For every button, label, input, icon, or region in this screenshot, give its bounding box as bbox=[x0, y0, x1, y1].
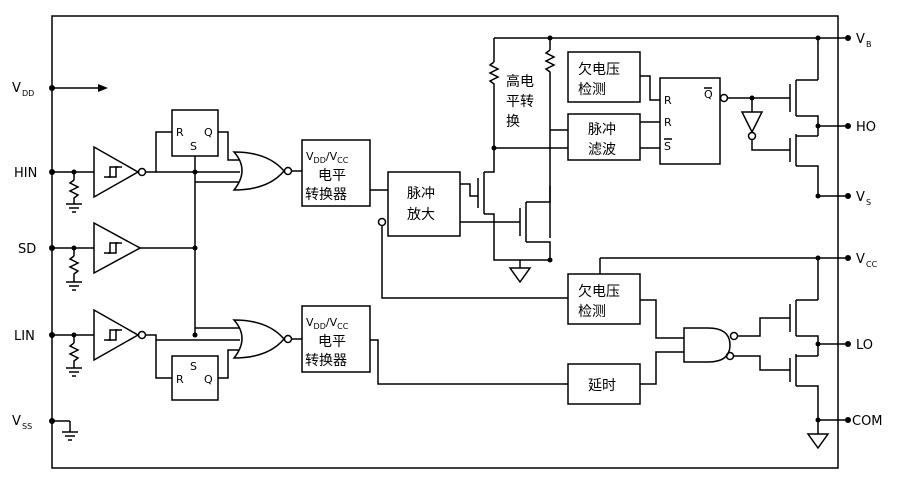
svg-text:SD: SD bbox=[18, 242, 36, 257]
svg-text:LIN: LIN bbox=[14, 329, 35, 344]
svg-text:R: R bbox=[664, 94, 672, 107]
svg-text:脉冲: 脉冲 bbox=[588, 122, 616, 138]
pin-lo: LO bbox=[845, 338, 873, 353]
low-uv-detector: 欠电压 检测 bbox=[567, 273, 684, 339]
low-side-nor-gate bbox=[156, 319, 302, 359]
svg-text:滤波: 滤波 bbox=[588, 142, 616, 158]
svg-text:B: B bbox=[866, 40, 872, 49]
svg-text:放大: 放大 bbox=[407, 207, 435, 223]
svg-text:R: R bbox=[176, 373, 184, 386]
svg-text:Q: Q bbox=[704, 88, 713, 101]
low-side-output-stage bbox=[789, 258, 848, 450]
pin-vs: V S bbox=[845, 190, 871, 207]
svg-text:脉冲: 脉冲 bbox=[407, 186, 435, 202]
svg-text:电平: 电平 bbox=[318, 168, 346, 184]
schmitt-trigger-icon bbox=[104, 242, 122, 254]
svg-text:VDD/VCC: VDD/VCC bbox=[306, 316, 349, 331]
svg-text:Q: Q bbox=[204, 126, 213, 139]
delay-block: 延时 bbox=[567, 351, 684, 405]
pin-ho: HO bbox=[845, 120, 876, 135]
pin-hin: HIN bbox=[14, 166, 55, 181]
svg-text:V: V bbox=[856, 190, 865, 205]
high-side-nor-gate bbox=[156, 151, 302, 191]
pin-vb: V B bbox=[845, 32, 872, 49]
svg-text:换: 换 bbox=[506, 113, 520, 130]
svg-text:V: V bbox=[856, 252, 865, 267]
svg-text:检测: 检测 bbox=[578, 304, 606, 320]
pin-vss: V SS bbox=[12, 414, 78, 441]
svg-text:V: V bbox=[12, 414, 21, 429]
svg-text:S: S bbox=[866, 198, 871, 207]
lin-input-buffer bbox=[52, 308, 147, 377]
svg-text:R: R bbox=[176, 126, 184, 139]
svg-text:Q: Q bbox=[204, 373, 213, 386]
low-side-and-gate bbox=[683, 317, 790, 371]
high-side-rs-flipflop: R S Q bbox=[146, 109, 240, 335]
svg-text:S: S bbox=[190, 140, 197, 153]
svg-text:S: S bbox=[190, 360, 197, 373]
arrow-right-icon bbox=[98, 84, 108, 92]
svg-text:欠电压: 欠电压 bbox=[578, 284, 620, 300]
pin-vdd: V DD bbox=[12, 81, 108, 98]
low-side-rs-flipflop: R S Q bbox=[146, 332, 240, 401]
svg-text:V: V bbox=[856, 32, 865, 47]
svg-text:CC: CC bbox=[866, 260, 878, 269]
ground-icon bbox=[806, 433, 830, 450]
pin-vcc: V CC bbox=[845, 252, 878, 269]
high-uv-detector: 欠电压 检测 bbox=[567, 51, 660, 103]
high-side-inverter bbox=[740, 95, 790, 151]
ground-icon bbox=[62, 431, 78, 441]
pin-com: COM bbox=[845, 414, 883, 429]
svg-text:V: V bbox=[12, 81, 21, 96]
svg-text:R: R bbox=[664, 116, 672, 129]
pin-lin: LIN bbox=[14, 329, 55, 344]
low-level-shifter: VDD/VCC 电平 转换器 bbox=[301, 305, 371, 373]
svg-text:S: S bbox=[664, 140, 671, 153]
svg-text:高电: 高电 bbox=[506, 73, 534, 90]
svg-text:电平: 电平 bbox=[318, 334, 346, 350]
svg-text:平转: 平转 bbox=[506, 94, 534, 110]
pulse-filter: 脉冲 滤波 bbox=[567, 113, 660, 161]
pin-sd: SD bbox=[18, 242, 55, 257]
output-rs-flipflop: R R S Q bbox=[659, 77, 790, 165]
svg-text:检测: 检测 bbox=[578, 82, 606, 98]
high-level-shifter: VDD/VCC 电平 转换器 bbox=[301, 139, 371, 207]
schmitt-trigger-icon bbox=[104, 329, 122, 341]
svg-text:HIN: HIN bbox=[14, 166, 37, 181]
sd-input-buffer bbox=[52, 221, 195, 291]
ground-icon bbox=[508, 267, 532, 284]
high-voltage-level-shift: 高电 平转 换 bbox=[477, 35, 848, 284]
svg-text:转换器: 转换器 bbox=[305, 186, 347, 203]
chip-outline bbox=[51, 15, 839, 469]
svg-text:转换器: 转换器 bbox=[305, 352, 347, 369]
svg-text:欠电压: 欠电压 bbox=[578, 62, 620, 78]
high-side-output-stage bbox=[789, 38, 848, 199]
svg-text:VDD/VCC: VDD/VCC bbox=[306, 150, 349, 165]
svg-text:SS: SS bbox=[22, 422, 32, 431]
svg-text:HO: HO bbox=[856, 120, 876, 135]
schmitt-trigger-icon bbox=[104, 166, 122, 178]
svg-text:DD: DD bbox=[22, 89, 34, 98]
svg-text:COM: COM bbox=[852, 414, 883, 429]
svg-text:延时: 延时 bbox=[588, 378, 616, 394]
svg-text:LO: LO bbox=[856, 338, 873, 353]
pulse-amplifier: 脉冲 放大 bbox=[377, 171, 568, 299]
hin-input-buffer bbox=[52, 145, 147, 213]
